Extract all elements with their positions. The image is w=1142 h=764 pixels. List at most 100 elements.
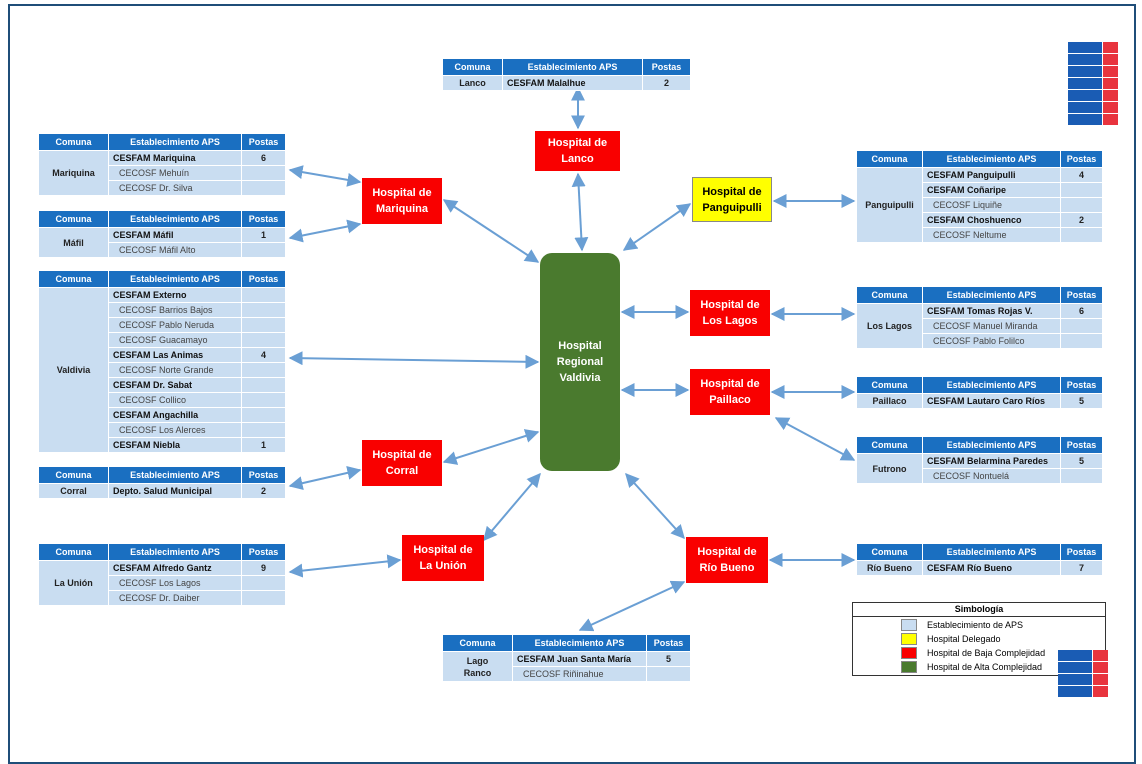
table-row: CECOSF Dr. Daiber xyxy=(39,590,286,606)
hospital-rio-bueno: Hospital de Río Bueno xyxy=(686,537,768,583)
arrow-mariquina-regional xyxy=(442,199,540,263)
header-comuna: Comuna xyxy=(38,543,109,561)
establecimiento-cell: CESFAM Río Bueno xyxy=(922,560,1061,576)
postas-cell xyxy=(241,165,286,181)
header-comuna: Comuna xyxy=(856,543,923,561)
establecimiento-cell: CESFAM Lautaro Caro Ríos xyxy=(922,393,1061,409)
postas-cell: 4 xyxy=(241,347,286,363)
hospital-regional-valdivia: Hospital Regional Valdivia xyxy=(540,253,620,471)
establecimiento-cell: CESFAM Máfil xyxy=(108,227,242,243)
establecimiento-cell: CESFAM Coñaripe xyxy=(922,182,1061,198)
table-row: CECOSF Manuel Miranda xyxy=(857,318,1103,334)
header-establecimiento: Establecimiento APS xyxy=(922,376,1061,394)
establecimiento-cell: Depto. Salud Municipal xyxy=(108,483,242,499)
arrow-launion-regional xyxy=(483,472,541,542)
header-postas: Postas xyxy=(1060,376,1103,394)
establecimiento-cell: CECOSF Manuel Miranda xyxy=(922,318,1061,334)
establecimiento-cell: CESFAM Belarmina Paredes xyxy=(922,453,1061,469)
postas-cell xyxy=(241,332,286,348)
legend-label: Hospital de Alta Complejidad xyxy=(927,662,1043,672)
comuna-cell: Lanco xyxy=(442,75,503,91)
postas-cell xyxy=(1060,318,1103,334)
header-establecimiento: Establecimiento APS xyxy=(108,270,242,288)
arrow-valdivia-regional xyxy=(288,351,540,369)
legend-title: Simbología xyxy=(853,603,1105,617)
header-comuna: Comuna xyxy=(38,133,109,151)
header-postas: Postas xyxy=(1060,543,1103,561)
hospital-mariquina: Hospital de Mariquina xyxy=(362,178,442,224)
hospital-paillaco: Hospital de Paillaco xyxy=(690,369,770,415)
postas-cell: 6 xyxy=(1060,303,1103,319)
hospital-panguipulli: Hospital de Panguipulli xyxy=(692,177,772,222)
postas-cell xyxy=(646,666,691,682)
establecimiento-cell: CECOSF Collico xyxy=(108,392,242,408)
header-comuna: Comuna xyxy=(38,466,109,484)
comuna-cell: La Unión xyxy=(38,560,109,606)
header-postas: Postas xyxy=(642,58,691,76)
header-postas: Postas xyxy=(1060,150,1103,168)
postas-cell xyxy=(241,590,286,606)
header-comuna: Comuna xyxy=(856,150,923,168)
postas-cell xyxy=(241,242,286,258)
header-postas: Postas xyxy=(646,634,691,652)
header-postas: Postas xyxy=(1060,286,1103,304)
hospital-lanco: Hospital de Lanco xyxy=(535,131,620,171)
establecimiento-cell: CECOSF Los Lagos xyxy=(108,575,242,591)
header-comuna: Comuna xyxy=(856,376,923,394)
establecimiento-cell: CECOSF Norte Grande xyxy=(108,362,242,378)
establecimiento-cell: CECOSF Liquiñe xyxy=(922,197,1061,213)
postas-cell: 9 xyxy=(241,560,286,576)
arrow-mariquina-table xyxy=(288,165,362,187)
postas-cell xyxy=(241,575,286,591)
comuna-cell: Paillaco xyxy=(856,393,923,409)
legend-swatch xyxy=(901,619,917,631)
legend-swatch xyxy=(901,633,917,645)
postas-cell xyxy=(241,317,286,333)
postas-cell: 5 xyxy=(1060,453,1103,469)
establecimiento-cell: CECOSF Riñinahue xyxy=(512,666,647,682)
establecimiento-cell: CECOSF Neltume xyxy=(922,227,1061,243)
legend-item: Hospital de Alta Complejidad xyxy=(853,661,1105,673)
header-establecimiento: Establecimiento APS xyxy=(922,543,1061,561)
establecimiento-cell: CECOSF Pablo Neruda xyxy=(108,317,242,333)
postas-cell xyxy=(241,407,286,423)
establecimiento-cell: CESFAM Angachilla xyxy=(108,407,242,423)
establecimiento-cell: CECOSF Guacamayo xyxy=(108,332,242,348)
establecimiento-cell: CECOSF Dr. Daiber xyxy=(108,590,242,606)
postas-cell xyxy=(1060,182,1103,198)
header-establecimiento: Establecimiento APS xyxy=(922,286,1061,304)
header-postas: Postas xyxy=(241,466,286,484)
header-comuna: Comuna xyxy=(38,270,109,288)
legend-label: Hospital Delegado xyxy=(927,634,1001,644)
table-row: CECOSF Collico xyxy=(39,392,286,408)
postas-cell xyxy=(241,392,286,408)
header-establecimiento: Establecimiento APS xyxy=(108,210,242,228)
comuna-cell: Río Bueno xyxy=(856,560,923,576)
header-establecimiento: Establecimiento APS xyxy=(108,133,242,151)
header-establecimiento: Establecimiento APS xyxy=(108,543,242,561)
establecimiento-cell: CESFAM Las Animas xyxy=(108,347,242,363)
establecimiento-cell: CESFAM Mariquina xyxy=(108,150,242,166)
postas-cell xyxy=(241,377,286,393)
table-row: CECOSF Neltume xyxy=(857,227,1103,243)
postas-cell: 4 xyxy=(1060,167,1103,183)
postas-cell xyxy=(241,302,286,318)
arrow-mafil-mariquina xyxy=(288,219,362,243)
arrow-paillaco-futrono xyxy=(774,417,856,461)
